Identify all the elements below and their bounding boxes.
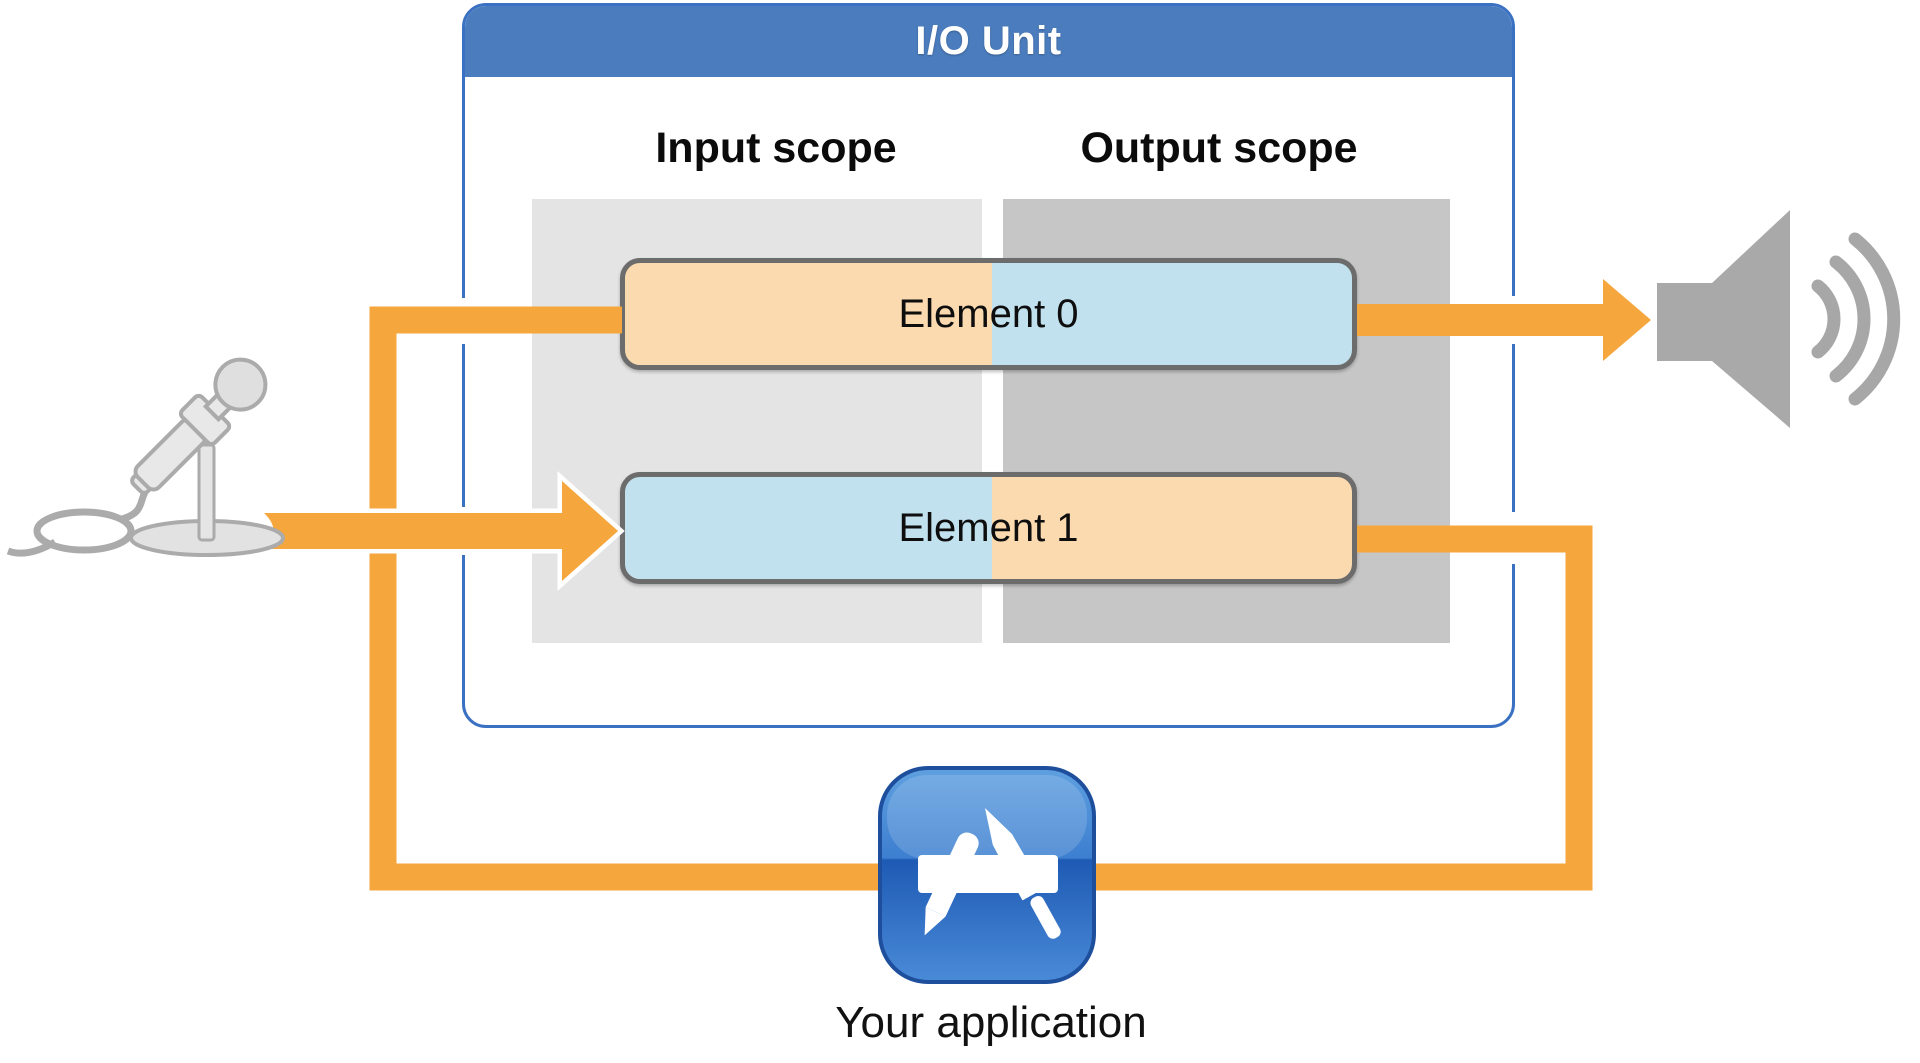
app-label: Your application <box>835 998 1147 1047</box>
io-unit-title: I/O Unit <box>915 19 1062 63</box>
app-store-icon <box>878 766 1096 984</box>
element-1-label: Element 1 <box>898 505 1079 550</box>
output-scope-label: Output scope <box>1080 124 1358 172</box>
io-unit-header: I/O Unit <box>465 6 1512 77</box>
speaker-icon <box>1657 210 1901 428</box>
element-1-box: Element 1 <box>620 472 1357 584</box>
microphone-icon <box>6 357 285 557</box>
element-0-label: Element 0 <box>898 291 1079 336</box>
element-0-box: Element 0 <box>620 258 1357 370</box>
input-scope-label: Input scope <box>655 124 897 172</box>
